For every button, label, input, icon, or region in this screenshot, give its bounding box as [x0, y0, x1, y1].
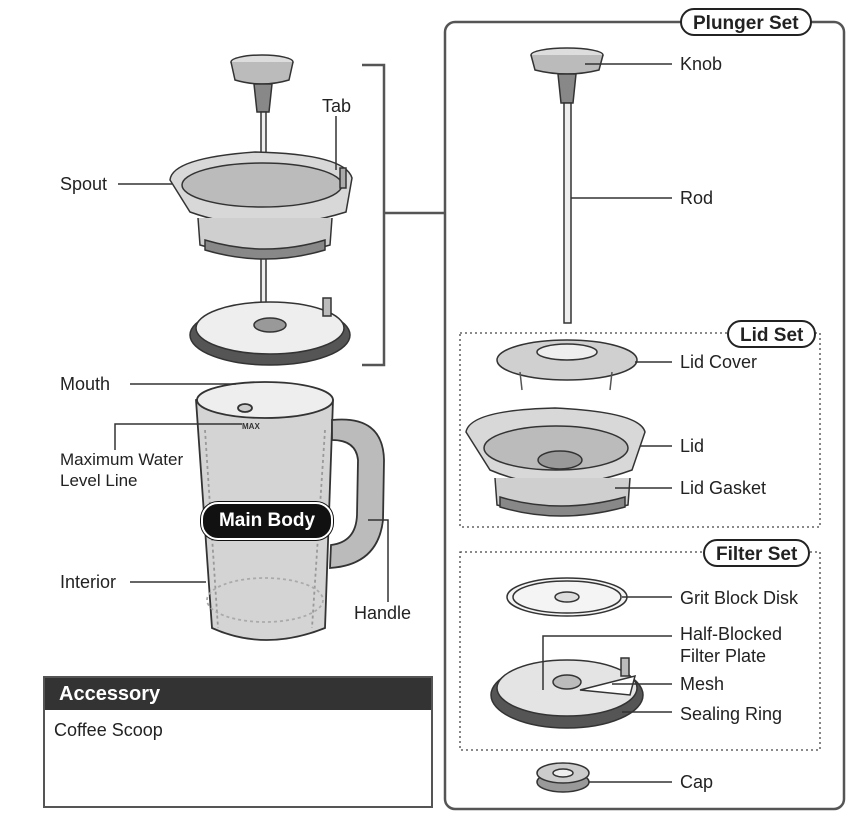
label-rod: Rod [680, 188, 714, 208]
max-mark: MAX [242, 422, 260, 431]
accessory-box: Accessory Coffee Scoop [43, 676, 433, 808]
label-handle: Handle [354, 603, 412, 623]
leader-lines-left [114, 116, 389, 602]
lid-cover-illustration [496, 339, 638, 391]
cap-illustration [536, 762, 590, 793]
label-cap: Cap [680, 772, 714, 792]
knob-rod-illustration [530, 47, 604, 324]
filter-set-title: Filter Set [703, 539, 811, 567]
label-lid-gasket: Lid Gasket [680, 478, 767, 498]
label-mesh: Mesh [680, 674, 725, 694]
label-sealing-ring: Sealing Ring [680, 704, 783, 724]
filter-plate-illustration [490, 657, 644, 729]
assembly-bracket [362, 63, 445, 367]
main-body-badge: Main Body [201, 502, 333, 540]
label-mouth: Mouth [60, 374, 111, 394]
label-interior: Interior [60, 572, 117, 592]
label-max-water-2: Level Line [60, 471, 138, 490]
plunger-set-title: Plunger Set [680, 8, 812, 36]
left-plunger-assembly [169, 54, 353, 366]
filter-set-frame [459, 551, 821, 751]
label-lid-cover: Lid Cover [680, 352, 758, 372]
accessory-header: Accessory [45, 678, 431, 710]
label-grit-block-disk: Grit Block Disk [680, 588, 799, 608]
leader-lines-right [542, 63, 672, 783]
label-max-water-1: Maximum Water [60, 450, 184, 469]
lid-set-title: Lid Set [727, 320, 817, 348]
plunger-set-frame [443, 20, 846, 811]
label-coffee-scoop: Coffee Scoop [54, 720, 163, 740]
lid-illustration [465, 407, 646, 517]
label-knob: Knob [680, 54, 723, 74]
label-tab: Tab [322, 96, 352, 116]
grit-block-disk-illustration [506, 577, 628, 617]
label-half-blocked-1: Half-Blocked [680, 624, 783, 644]
label-half-blocked-2: Filter Plate [680, 646, 767, 666]
lid-set-frame [459, 332, 821, 528]
label-spout: Spout [60, 174, 108, 194]
label-lid: Lid [680, 436, 705, 456]
